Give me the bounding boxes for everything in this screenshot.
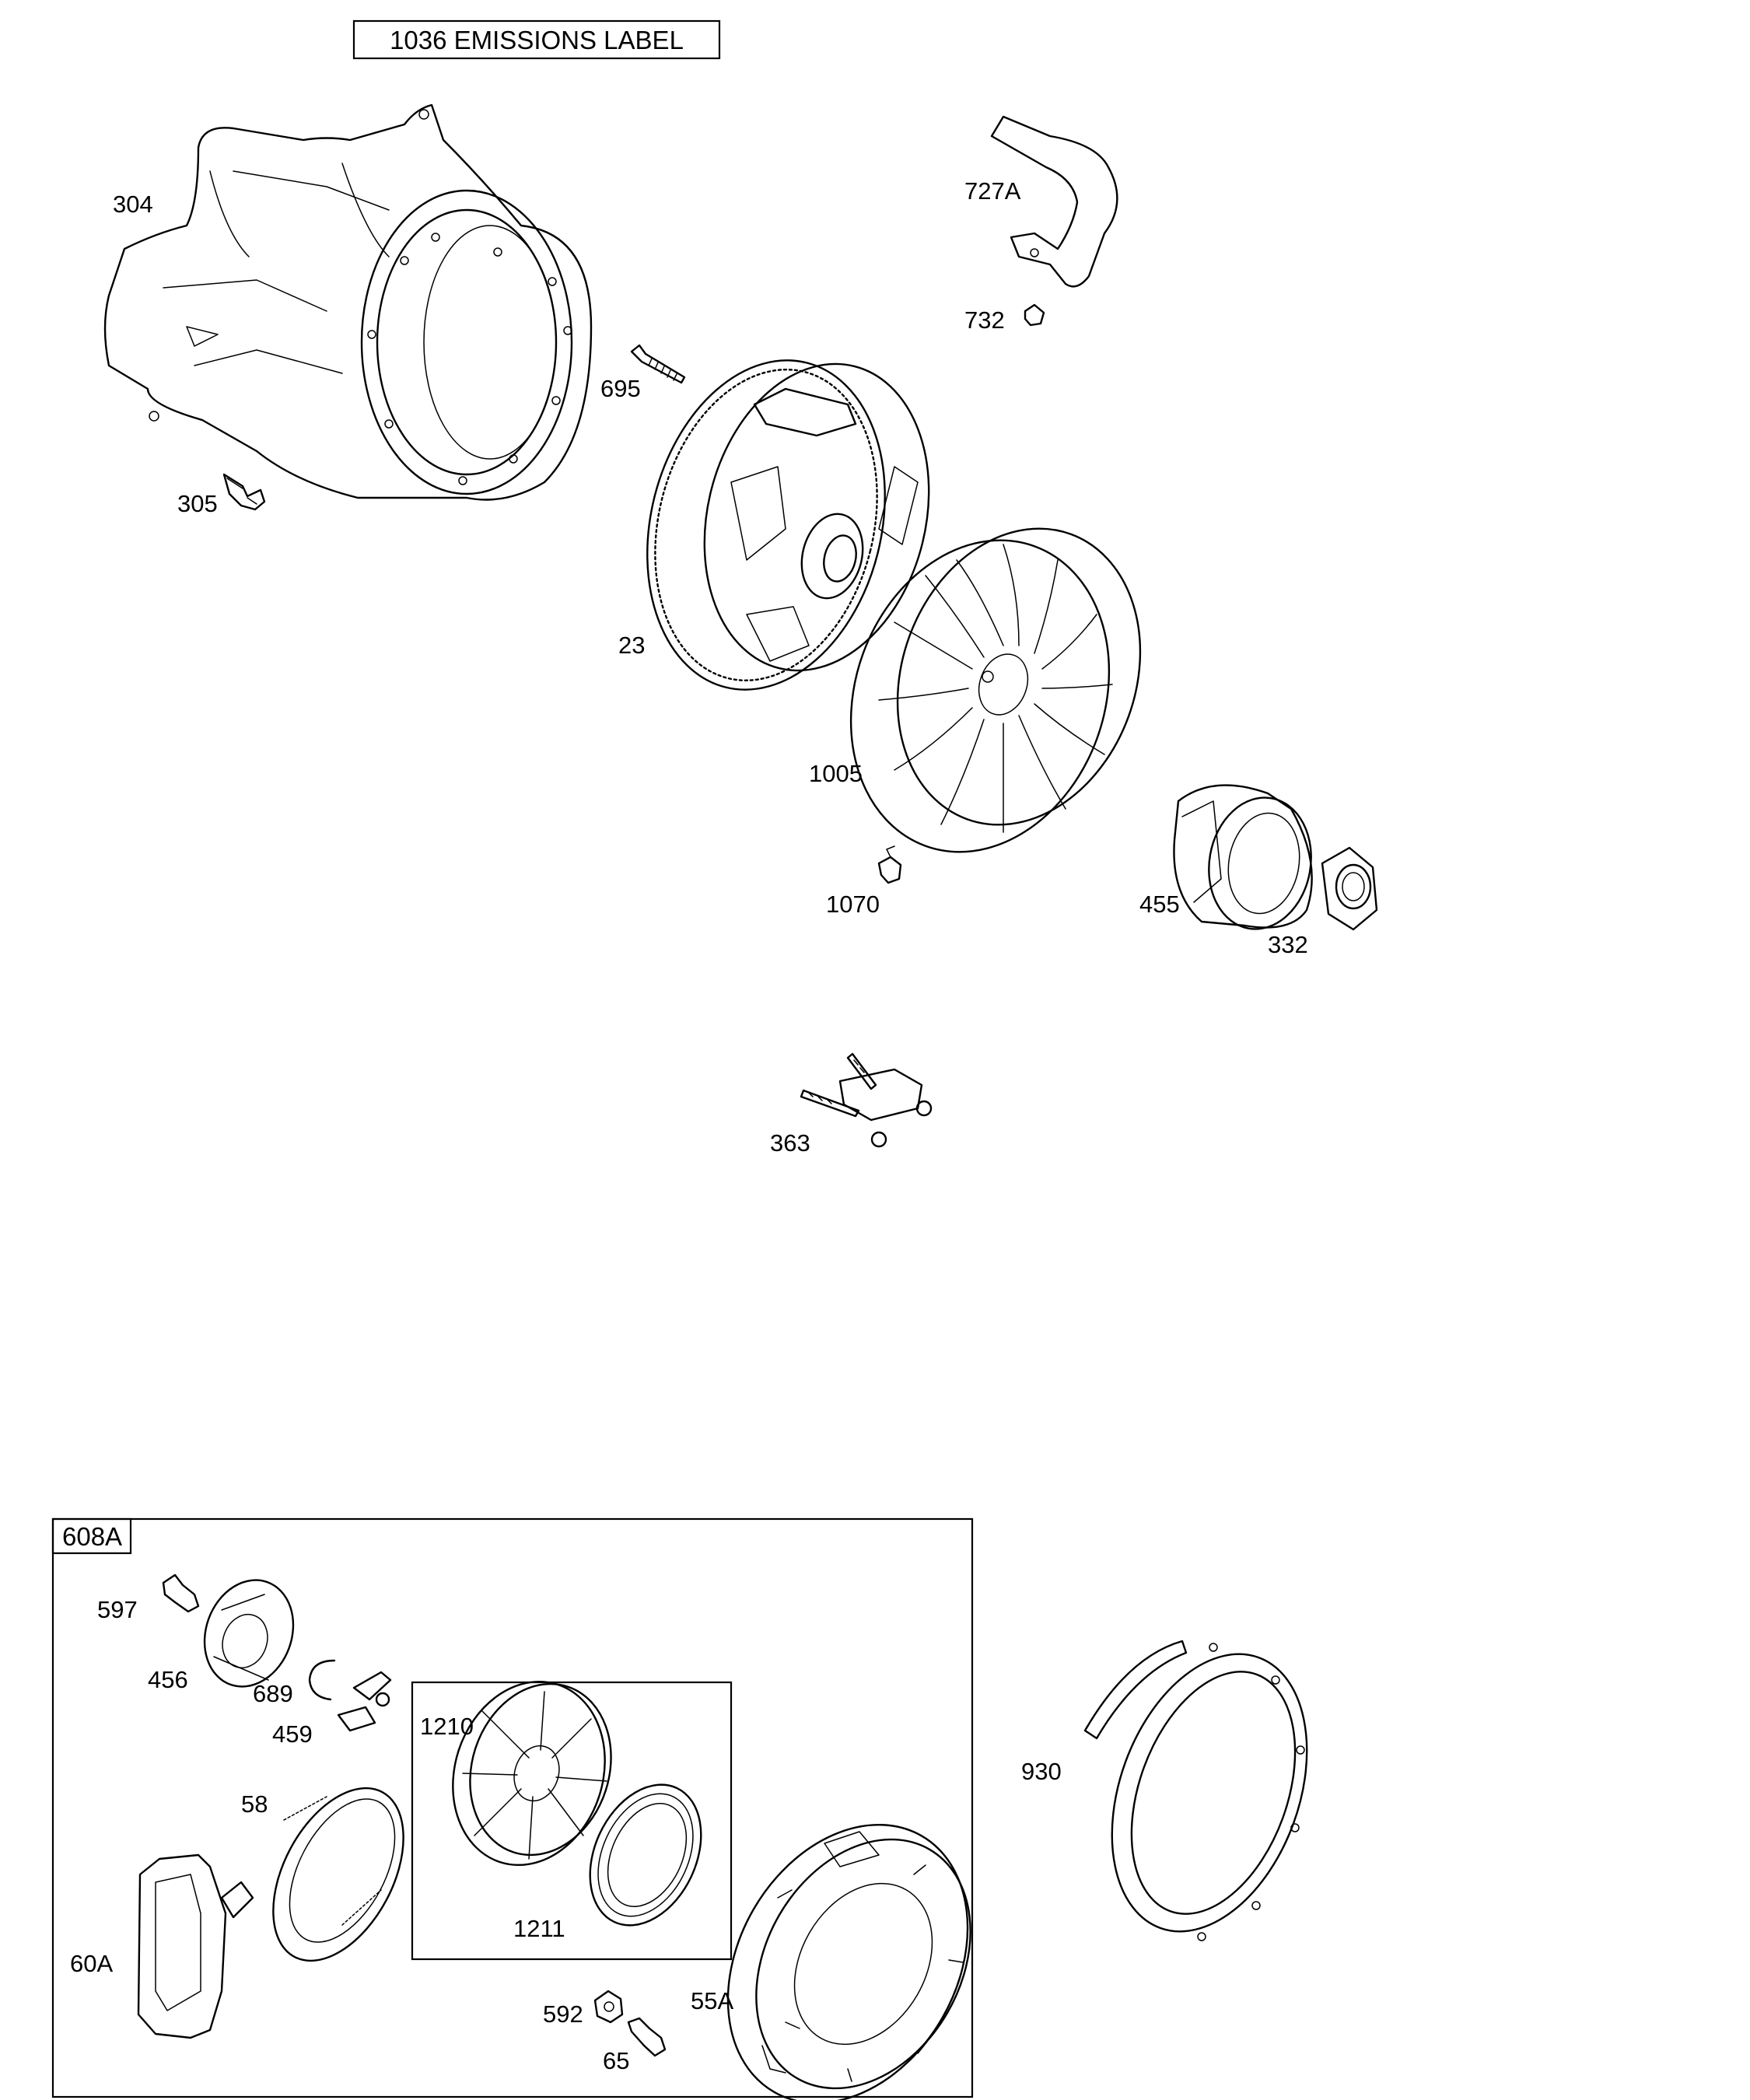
part-label-55a: 55A — [691, 1987, 733, 2014]
part-label-363: 363 — [770, 1129, 810, 1157]
pawls-459[interactable] — [337, 1671, 392, 1732]
recoil-starter-kit-box-608a: 608A — [51, 1517, 974, 2098]
part-label-305: 305 — [177, 490, 218, 517]
starter-handle-60a[interactable] — [137, 1853, 254, 2039]
emissions-label-text: 1036 EMISSIONS LABEL — [390, 26, 684, 54]
part-label-695: 695 — [600, 375, 641, 402]
bolt-305[interactable] — [222, 473, 266, 511]
part-label-597: 597 — [97, 1596, 138, 1623]
part-label-1070: 1070 — [826, 891, 880, 918]
part-label-65: 65 — [603, 2047, 629, 2074]
flywheel-23[interactable] — [614, 335, 960, 716]
kit-box-label: 608A — [62, 1522, 122, 1551]
part-label-727a: 727A — [964, 177, 1021, 205]
screw-1070[interactable] — [877, 845, 902, 884]
part-label-456: 456 — [148, 1666, 188, 1693]
blower-housing-304[interactable] — [103, 103, 593, 501]
part-label-592: 592 — [543, 2000, 583, 2028]
part-label-1211: 1211 — [513, 1915, 565, 1942]
part-label-304: 304 — [113, 191, 153, 218]
starter-housing-55a[interactable] — [680, 1781, 1016, 2100]
screw-732[interactable] — [1024, 303, 1045, 327]
emissions-label-box: 1036 EMISSIONS LABEL — [352, 19, 721, 60]
part-label-689: 689 — [253, 1680, 293, 1707]
part-label-459: 459 — [272, 1720, 313, 1748]
part-label-58: 58 — [241, 1790, 268, 1818]
screw-597[interactable] — [162, 1573, 200, 1613]
shield-727a[interactable] — [990, 115, 1118, 288]
nut-592[interactable] — [593, 1990, 624, 2024]
puller-tool-363[interactable] — [800, 1052, 933, 1148]
rope-guide-58[interactable] — [247, 1766, 430, 1983]
part-label-1005: 1005 — [809, 760, 863, 787]
screw-695[interactable] — [630, 344, 686, 384]
part-label-332: 332 — [1268, 931, 1308, 958]
part-label-732: 732 — [964, 306, 1005, 334]
pawl-plate-456[interactable] — [190, 1567, 307, 1699]
part-label-60a: 60A — [70, 1950, 113, 1977]
screw-65[interactable] — [627, 2017, 667, 2057]
part-label-23: 23 — [618, 632, 645, 659]
rewind-spring-1211[interactable] — [569, 1766, 723, 1943]
nut-332[interactable] — [1321, 846, 1378, 931]
part-label-455: 455 — [1139, 891, 1180, 918]
pulley-1210[interactable] — [430, 1662, 633, 1885]
retainer-clip-689[interactable] — [308, 1659, 336, 1701]
starter-cup-455[interactable] — [1173, 784, 1321, 937]
guard-ring-930[interactable] — [1076, 1627, 1343, 1958]
part-label-930: 930 — [1021, 1758, 1062, 1785]
part-label-1210: 1210 — [420, 1713, 474, 1740]
pulley-spring-sub-box — [411, 1681, 733, 1961]
fan-1005[interactable] — [809, 494, 1181, 888]
